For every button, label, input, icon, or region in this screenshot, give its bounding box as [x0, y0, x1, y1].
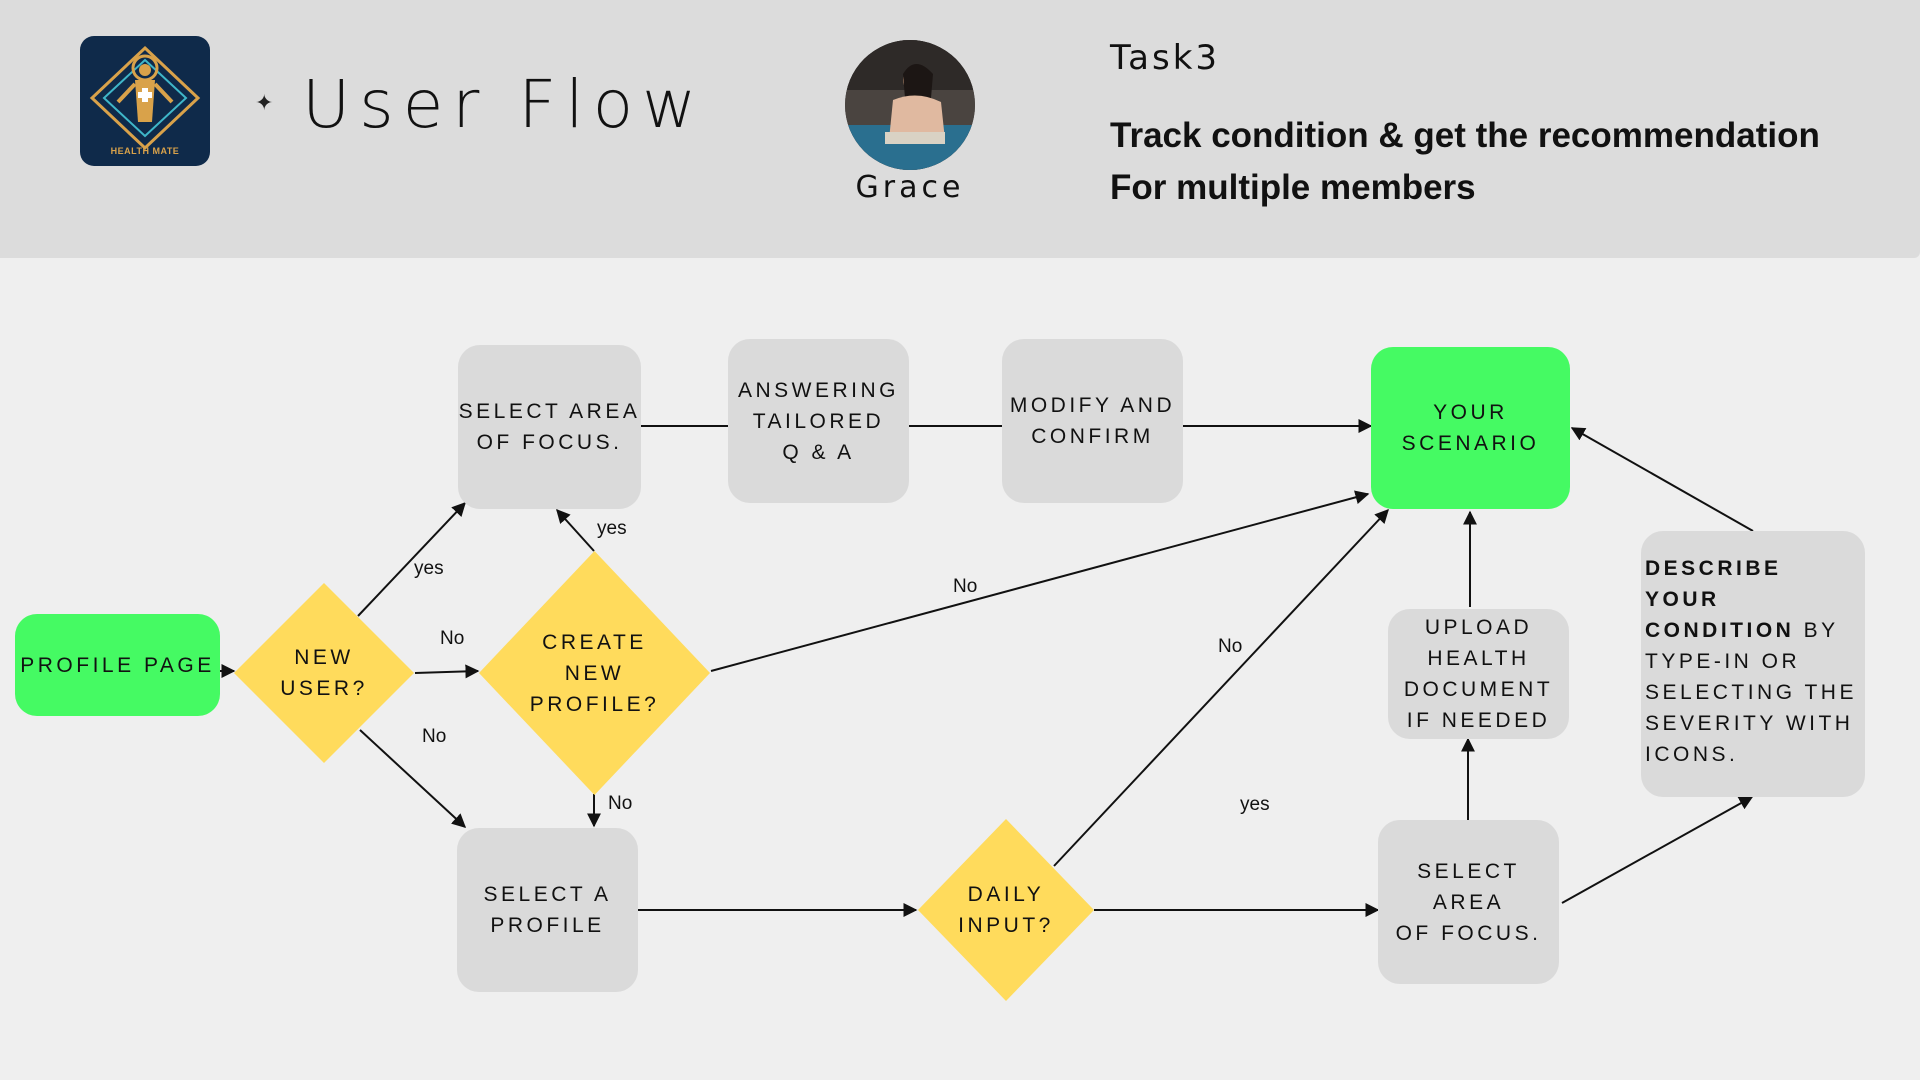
label-no-create-right: No — [953, 576, 978, 597]
describe-bold-3: CONDITION — [1645, 619, 1795, 642]
node-describe-condition-text: DESCRIBE YOUR CONDITION BY TYPE-IN OR SE… — [1645, 553, 1865, 770]
sparkle-icon: ✦ — [255, 90, 274, 115]
describe-rest-3: SELECTING THE — [1645, 681, 1857, 704]
label-no-daily: No — [1218, 636, 1243, 657]
node-modify-confirm: MODIFY AND CONFIRM — [1002, 339, 1183, 503]
edge-create-yes — [556, 508, 595, 552]
node-daily-input: DAILY INPUT? — [918, 819, 1094, 1001]
node-daily-input-label: DAILY INPUT? — [958, 883, 1054, 937]
node-describe-condition — [1641, 531, 1865, 797]
node-new-user-label: NEW USER? — [280, 646, 368, 700]
edge-daily-no — [1053, 508, 1389, 867]
edge-newuser-no-right — [414, 664, 480, 679]
label-no-newuser-down: No — [422, 726, 447, 747]
describe-rest-2: TYPE-IN OR — [1645, 650, 1801, 673]
edge-area-to-describe — [1561, 796, 1754, 904]
node-create-new-profile-label: CREATE NEW PROFILE? — [529, 630, 660, 716]
task-title: Track condition & get the recommendation… — [1110, 110, 1820, 214]
health-mate-logo: HEALTH MATE — [80, 36, 210, 166]
edge-create-no-right — [710, 490, 1370, 672]
label-yes-daily: yes — [1240, 794, 1270, 815]
edge-newuser-no-down — [359, 729, 467, 828]
node-create-new-profile: CREATE NEW PROFILE? — [479, 551, 710, 795]
node-select-area-bottom: SELECT AREA OF FOCUS. — [1378, 820, 1559, 984]
node-new-user: NEW USER? — [234, 583, 414, 763]
task-title-line-1: Track condition & get the recommendation — [1110, 116, 1820, 155]
label-yes-create: yes — [597, 518, 627, 539]
task-title-line-2: For multiple members — [1110, 168, 1476, 207]
describe-rest-4: SEVERITY WITH — [1645, 712, 1854, 735]
edge-newuser-yes — [357, 501, 466, 617]
label-no-newuser-right: No — [440, 628, 465, 649]
node-your-scenario: YOUR SCENARIO — [1371, 347, 1570, 509]
page-title: User Flow — [302, 66, 706, 143]
describe-bold-1: DESCRIBE — [1645, 557, 1782, 580]
describe-bold-2: YOUR — [1645, 588, 1720, 611]
describe-rest-5: ICONS. — [1645, 743, 1739, 766]
persona-name: Grace — [855, 170, 965, 205]
node-select-profile: SELECT A PROFILE — [457, 828, 638, 992]
label-yes-newuser: yes — [414, 558, 444, 579]
persona-avatar — [845, 40, 975, 170]
describe-rest-1: BY — [1794, 619, 1839, 642]
task-label: Task3 — [1110, 38, 1221, 78]
logo-text: HEALTH MATE — [110, 146, 180, 156]
node-profile-page: PROFILE PAGE — [15, 614, 220, 716]
node-answering-qa: ANSWERING TAILORED Q & A — [728, 339, 909, 503]
label-no-create-down: No — [608, 793, 633, 814]
logo-emblem-icon — [89, 45, 201, 151]
node-select-area-top: SELECT AREA OF FOCUS. — [458, 345, 641, 509]
edge-describe-to-scenario — [1570, 427, 1754, 532]
node-upload-health: UPLOAD HEALTH DOCUMENT IF NEEDED — [1388, 609, 1569, 739]
